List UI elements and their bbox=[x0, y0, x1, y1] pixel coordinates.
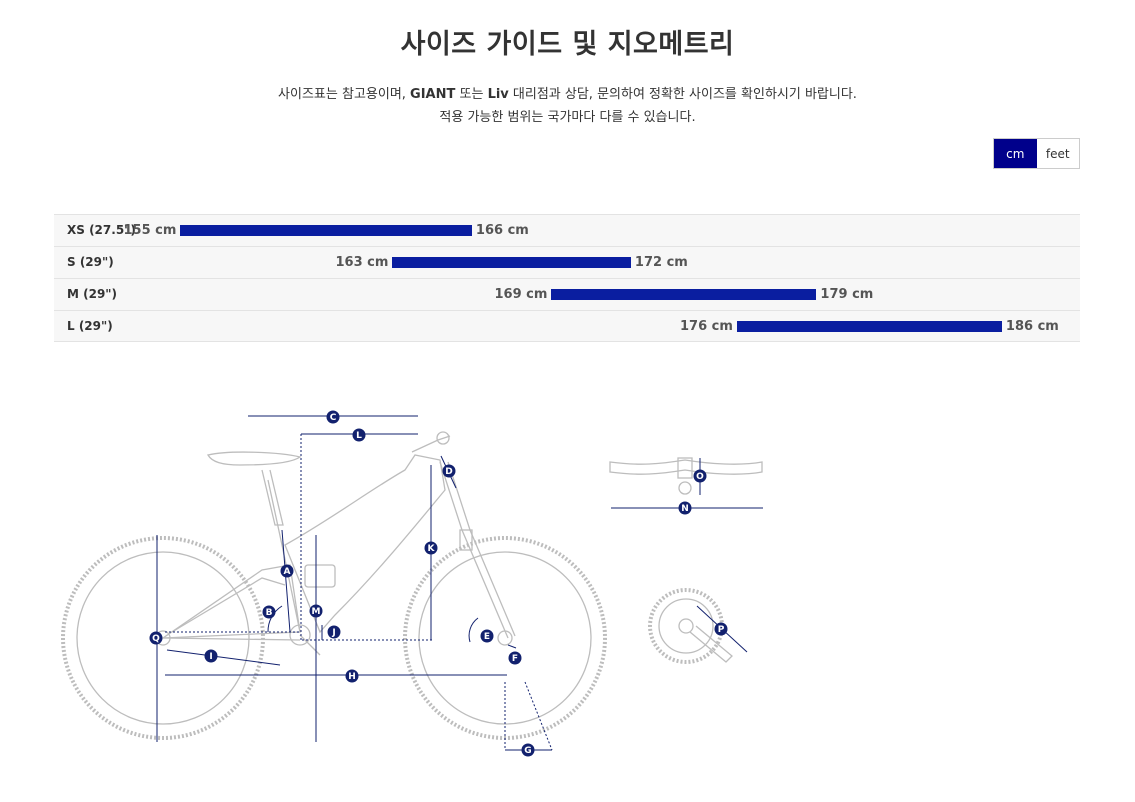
svg-text:M: M bbox=[312, 607, 321, 617]
brand-liv: Liv bbox=[487, 87, 509, 102]
svg-text:A: A bbox=[284, 567, 291, 577]
marker-q: Q bbox=[149, 631, 163, 645]
marker-c: C bbox=[326, 410, 340, 424]
size-row: M (29") 169 cm 179 cm bbox=[54, 278, 1080, 310]
unit-toggle: cm feet bbox=[993, 138, 1080, 169]
range-bar bbox=[392, 257, 631, 268]
unit-feet-button[interactable]: feet bbox=[1036, 139, 1079, 168]
range-min-label: 169 cm bbox=[494, 287, 548, 302]
range-bar bbox=[736, 321, 1002, 332]
marker-a: A bbox=[280, 564, 294, 578]
size-chart: XS (27.5")155 cm 166 cm S (29") 163 cm 172 c… bbox=[54, 214, 1080, 342]
marker-f: F bbox=[508, 651, 522, 665]
size-row: L (29") 176 cm 186 cm bbox=[54, 310, 1080, 342]
svg-text:J: J bbox=[331, 628, 335, 638]
height-range: 176 cm 186 cm bbox=[680, 311, 1059, 342]
svg-text:O: O bbox=[696, 472, 704, 482]
marker-e: E bbox=[480, 629, 494, 643]
range-max-label: 179 cm bbox=[820, 287, 874, 302]
marker-i: I bbox=[204, 649, 218, 663]
size-row: XS (27.5")155 cm 166 cm bbox=[54, 214, 1080, 246]
description-line-2: 적용 가능한 범위는 국가마다 다를 수 있습니다. bbox=[439, 110, 696, 125]
height-range: 155 cm 166 cm bbox=[124, 215, 529, 246]
range-min-label: 155 cm bbox=[123, 223, 177, 238]
svg-text:B: B bbox=[266, 608, 273, 618]
range-bar bbox=[551, 289, 817, 300]
marker-j: J bbox=[327, 625, 341, 639]
page-title: 사이즈 가이드 및 지오메트리 bbox=[400, 29, 735, 60]
size-label: L (29") bbox=[67, 319, 113, 333]
measure-lines bbox=[156, 415, 553, 751]
svg-text:P: P bbox=[718, 625, 725, 635]
description-line-1: 사이즈표는 참고용이며, GIANT 또는 Liv 대리점과 상담, 문의하여 … bbox=[278, 87, 857, 102]
svg-text:L: L bbox=[356, 431, 362, 441]
marker-l: L bbox=[352, 428, 366, 442]
range-bar bbox=[180, 225, 472, 236]
range-max-label: 186 cm bbox=[1005, 319, 1059, 334]
svg-text:G: G bbox=[524, 746, 531, 756]
brand-giant: GIANT bbox=[410, 87, 456, 102]
marker-d: D bbox=[442, 464, 456, 478]
svg-text:I: I bbox=[209, 652, 212, 662]
svg-text:N: N bbox=[681, 504, 689, 514]
marker-k: K bbox=[424, 541, 438, 555]
marker-m: M bbox=[309, 604, 323, 618]
svg-text:D: D bbox=[445, 467, 452, 477]
size-label: XS (27.5") bbox=[67, 223, 136, 237]
marker-p: P bbox=[714, 622, 728, 636]
marker-o: O bbox=[693, 469, 707, 483]
range-min-label: 163 cm bbox=[335, 255, 389, 270]
svg-text:K: K bbox=[428, 544, 436, 554]
size-label: S (29") bbox=[67, 255, 114, 269]
svg-text:Q: Q bbox=[152, 634, 160, 644]
height-range: 169 cm 179 cm bbox=[495, 279, 874, 310]
svg-text:E: E bbox=[484, 632, 490, 642]
marker-h: H bbox=[345, 669, 359, 683]
size-guide-description: 사이즈표는 참고용이며, GIANT 또는 Liv 대리점과 상담, 문의하여 … bbox=[0, 83, 1135, 129]
geometry-diagram: A B C D E F G H I J K L M N O P Q bbox=[61, 410, 763, 757]
handlebar-diagram-icon bbox=[609, 457, 763, 495]
unit-cm-button[interactable]: cm bbox=[994, 139, 1037, 168]
marker-b: B bbox=[262, 605, 276, 619]
size-label: M (29") bbox=[67, 287, 118, 301]
range-max-label: 172 cm bbox=[634, 255, 688, 270]
marker-g: G bbox=[521, 743, 535, 757]
svg-text:C: C bbox=[330, 413, 337, 423]
range-max-label: 166 cm bbox=[475, 223, 529, 238]
bike-diagram-icon bbox=[61, 431, 607, 740]
size-row: S (29") 163 cm 172 cm bbox=[54, 246, 1080, 278]
svg-text:F: F bbox=[512, 654, 518, 664]
height-range: 163 cm 172 cm bbox=[336, 247, 688, 278]
marker-n: N bbox=[678, 501, 692, 515]
range-min-label: 176 cm bbox=[680, 319, 733, 334]
measure-markers: A B C D E F G H I J K L M N O P Q bbox=[149, 410, 728, 757]
svg-text:H: H bbox=[348, 672, 356, 682]
